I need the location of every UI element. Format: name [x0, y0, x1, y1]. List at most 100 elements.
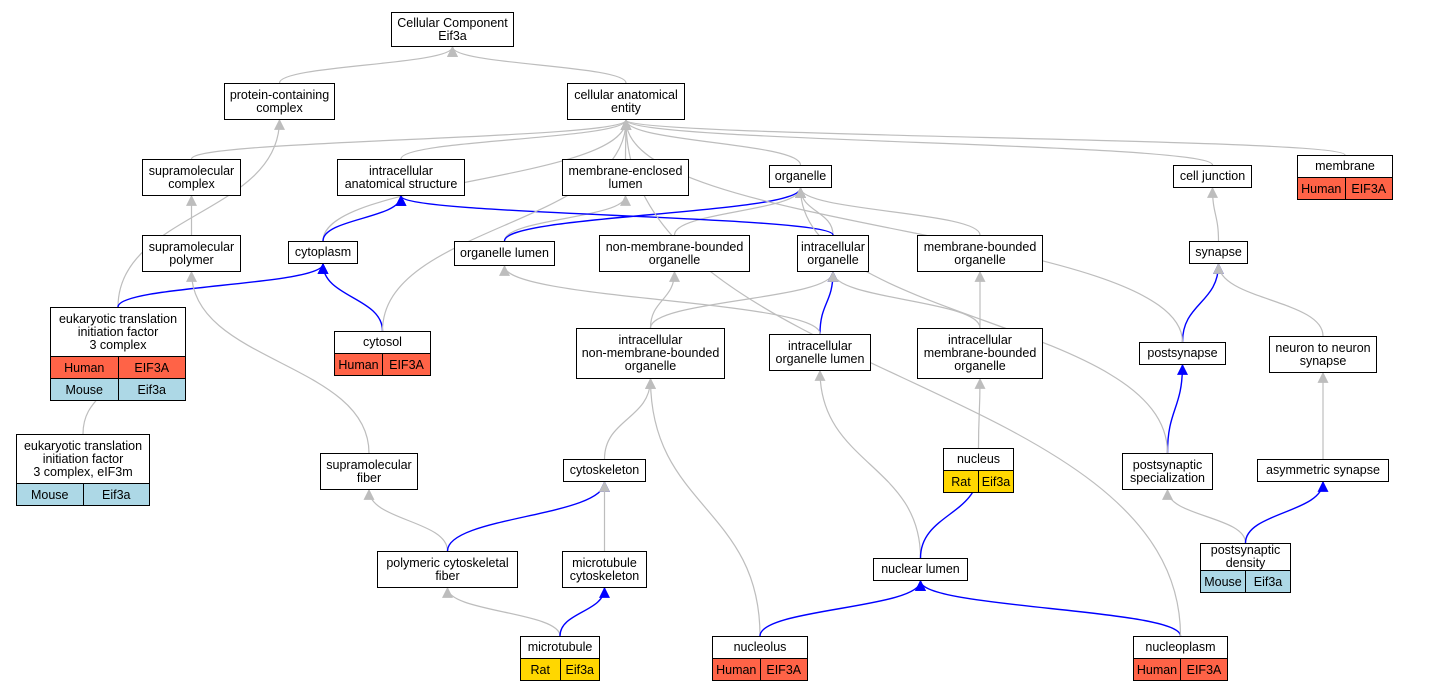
annotation-row: Rat Eif3a: [943, 471, 1014, 493]
annotation-row: Rat Eif3a: [520, 659, 600, 681]
edge-io-to-ias: [395, 194, 834, 236]
edge-eif3-to-cyto: [117, 262, 329, 308]
edge-nl-to-iol: [814, 369, 922, 559]
species-label: Human: [716, 662, 757, 677]
species-label: Human: [1136, 662, 1178, 677]
edge-orgl-to-org: [503, 186, 806, 242]
gene-label: EIF3A: [1344, 178, 1393, 199]
node-membrane-enclosed-lumen[interactable]: membrane-enclosed lumen: [562, 159, 689, 196]
node-microtubule-cytoskeleton[interactable]: microtubule cytoskeleton: [562, 551, 647, 588]
node-postsynapse[interactable]: postsynapse: [1139, 342, 1226, 365]
node-membrane-bounded-organelle[interactable]: membrane-bounded organelle: [917, 235, 1043, 272]
edge-cyto-to-ias: [322, 194, 407, 242]
node-eukaryotic-translation-initiation-factor-3-complex[interactable]: eukaryotic translation initiation factor…: [50, 307, 186, 357]
node-cytosol[interactable]: cytosol: [334, 331, 431, 354]
edge-psyn-to-cae: [620, 118, 1184, 343]
gene-label: EIF3A: [382, 354, 430, 375]
node-intracellular-organelle-lumen[interactable]: intracellular organelle lumen: [769, 334, 871, 371]
edge-iol-to-orgl: [499, 264, 821, 335]
node-protein-containing-complex[interactable]: protein-containing complex: [224, 83, 335, 120]
node-cellular-component-eif3a[interactable]: Cellular Component Eif3a: [391, 12, 514, 47]
edge-inmbo-to-io: [649, 270, 839, 329]
gene-label: Eif3a: [978, 471, 1013, 492]
edge-cae-to-root: [447, 45, 627, 84]
node-intracellular-non-membrane-bounded-organelle[interactable]: intracellular non-membrane-bounded organ…: [576, 328, 725, 379]
edge-imbo-to-io: [827, 270, 981, 329]
edge-cyto-to-cae: [322, 118, 632, 242]
edge-syn-to-cj: [1207, 186, 1220, 242]
node-intracellular-anatomical-structure[interactable]: intracellular anatomical structure: [337, 159, 465, 196]
edge-nuc-to-imbo: [974, 377, 986, 449]
node-organelle[interactable]: organelle: [769, 165, 832, 188]
edge-pss-to-org: [795, 186, 1169, 454]
species-label: Rat: [951, 474, 971, 489]
node-postsynaptic-specialization[interactable]: postsynaptic specialization: [1122, 453, 1213, 490]
species-label: Human: [1301, 181, 1342, 196]
node-cellular-anatomical-entity[interactable]: cellular anatomical entity: [567, 83, 685, 120]
edge-psyn-to-syn: [1181, 262, 1224, 343]
edge-mt-to-pcf: [442, 586, 561, 637]
edge-pcc-to-root: [278, 45, 458, 84]
edge-pcf-to-smf: [363, 488, 449, 552]
node-neuron-to-neuron-synapse[interactable]: neuron to neuron synapse: [1269, 336, 1377, 373]
species-label: Mouse: [65, 382, 104, 397]
edge-cytosol-to-cyto: [317, 262, 384, 332]
node-microtubule[interactable]: microtubule: [520, 636, 600, 659]
species-label: Rat: [530, 662, 550, 677]
edge-orgl-to-mel: [503, 194, 631, 242]
node-intracellular-membrane-bounded-organelle[interactable]: intracellular membrane-bounded organelle: [917, 328, 1043, 379]
node-supramolecular-fiber[interactable]: supramolecular fiber: [320, 453, 418, 490]
edge-smf-to-smp: [186, 270, 370, 454]
edge-ias-to-cae: [400, 118, 632, 160]
edge-cj-to-cae: [620, 118, 1214, 166]
node-supramolecular-polymer[interactable]: supramolecular polymer: [142, 235, 241, 272]
edge-nucp-to-nl: [915, 579, 1182, 637]
node-polymeric-cytoskeletal-fiber[interactable]: polymeric cytoskeletal fiber: [377, 551, 518, 588]
node-eukaryotic-translation-initiation-factor-3-complex-eif3m[interactable]: eukaryotic translation initiation factor…: [16, 434, 150, 484]
node-non-membrane-bounded-organelle[interactable]: non-membrane-bounded organelle: [599, 235, 750, 272]
node-nucleolus[interactable]: nucleolus: [712, 636, 808, 659]
gene-label: EIF3A: [1180, 659, 1227, 680]
node-cell-junction[interactable]: cell junction: [1173, 165, 1252, 188]
edge-mbo-to-org: [795, 186, 981, 236]
edge-cytosol-to-cae: [381, 118, 632, 332]
node-organelle-lumen[interactable]: organelle lumen: [454, 241, 555, 266]
edge-csk-to-inmbo: [603, 377, 656, 460]
node-cytoskeleton[interactable]: cytoskeleton: [563, 459, 646, 482]
species-label: Mouse: [30, 487, 69, 502]
edge-mem-to-cae: [620, 118, 1346, 156]
edge-mt-to-mtc: [559, 586, 610, 637]
node-intracellular-organelle[interactable]: intracellular organelle: [797, 235, 869, 272]
species-label: Human: [338, 357, 379, 372]
edge-smc-to-cae: [190, 118, 632, 160]
node-synapse[interactable]: synapse: [1189, 241, 1248, 264]
node-nucleoplasm[interactable]: nucleoplasm: [1133, 636, 1228, 659]
edge-pcf-to-csk: [446, 480, 610, 552]
edge-org-to-cae: [620, 118, 802, 166]
edge-pss-to-psyn: [1166, 363, 1188, 454]
edge-eif3-to-pcc: [117, 118, 285, 308]
node-membrane[interactable]: membrane: [1297, 155, 1393, 178]
node-nucleus[interactable]: nucleus: [943, 448, 1014, 471]
edge-nmbo-to-org: [673, 186, 806, 236]
species-label: Mouse: [1204, 574, 1242, 589]
node-cytoplasm[interactable]: cytoplasm: [288, 241, 358, 264]
edge-nucp-to-cae: [620, 118, 1182, 637]
node-asymmetric-synapse[interactable]: asymmetric synapse: [1257, 459, 1389, 482]
gene-label: EIF3A: [759, 659, 808, 680]
node-supramolecular-complex[interactable]: supramolecular complex: [142, 159, 241, 196]
edge-iol-to-io: [819, 270, 839, 335]
node-postsynaptic-density[interactable]: postsynaptic density: [1200, 543, 1291, 571]
edge-nucl-to-nl: [759, 579, 926, 637]
node-nuclear-lumen[interactable]: nuclear lumen: [873, 558, 968, 581]
gene-label: Eif3a: [559, 659, 600, 680]
